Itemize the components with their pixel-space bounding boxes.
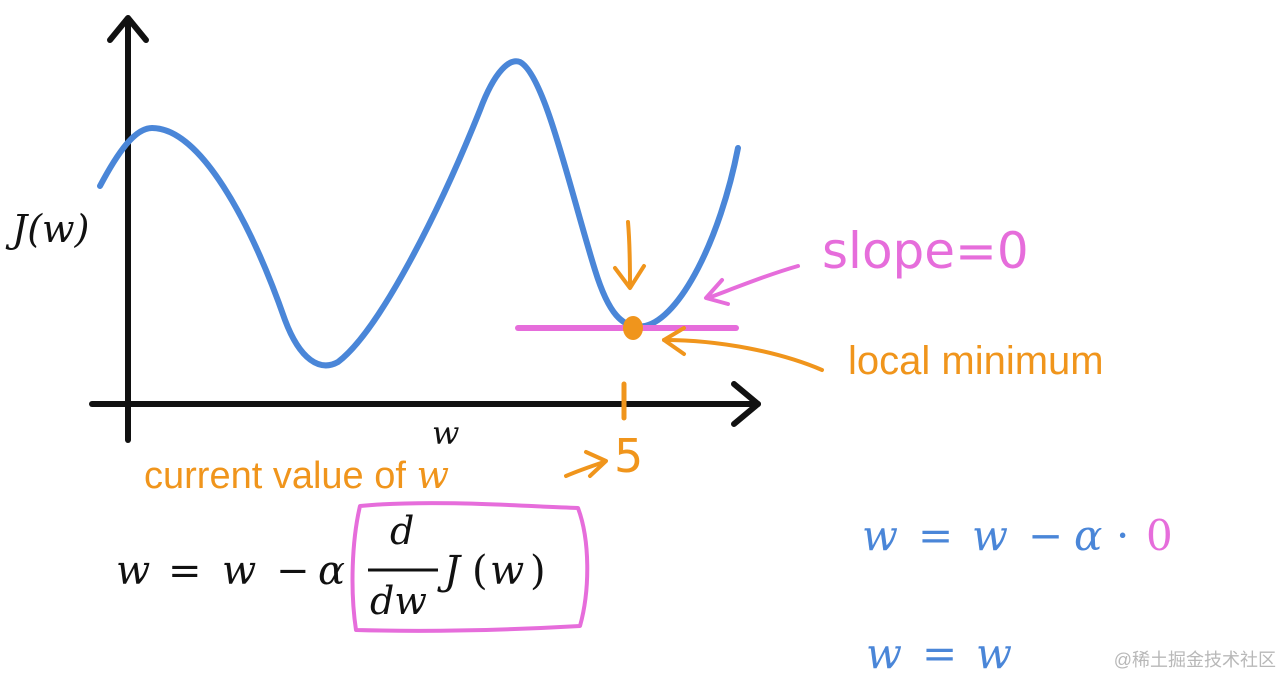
result1-eq: = bbox=[918, 511, 953, 560]
result2-lhs: w bbox=[866, 629, 902, 677]
result-line-2: w = w bbox=[866, 629, 1012, 677]
derivative-highlight-box bbox=[350, 501, 590, 633]
min-indicator-arrow bbox=[613, 220, 646, 290]
result1-w: w bbox=[972, 511, 1008, 560]
watermark: @稀土掘金技术社区 bbox=[1114, 650, 1276, 670]
axes bbox=[89, 15, 761, 443]
x-axis-arrowhead bbox=[731, 381, 761, 427]
result-line-1: w = w − α · 0 bbox=[862, 511, 1173, 560]
update-alpha: α bbox=[318, 548, 345, 594]
update-minus: − bbox=[276, 548, 310, 594]
result1-alpha: α bbox=[1074, 511, 1102, 560]
current-value-prefix: current value of bbox=[144, 455, 416, 497]
result1-lhs: w bbox=[862, 511, 898, 560]
result1-dot: · bbox=[1116, 511, 1129, 560]
slope-label: slope=0 bbox=[822, 222, 1029, 280]
y-axis-arrowhead bbox=[107, 15, 149, 43]
update-eq: = bbox=[168, 548, 202, 594]
slope-arrow bbox=[704, 264, 800, 306]
result2-eq: = bbox=[922, 629, 957, 677]
derivative-numerator: d bbox=[390, 509, 414, 553]
current-value-label: current value of w bbox=[144, 453, 449, 497]
cost-curve bbox=[97, 58, 741, 369]
update-w: w bbox=[222, 548, 256, 594]
x-axis-label: w bbox=[432, 414, 459, 452]
result1-minus: − bbox=[1028, 511, 1063, 560]
current-value-variable: w bbox=[416, 453, 449, 497]
update-J: J bbox=[437, 548, 462, 594]
update-paren-close: ) bbox=[530, 548, 546, 594]
tick-value-label: 5 bbox=[614, 429, 643, 483]
derivative-denominator: dw bbox=[370, 579, 427, 623]
local-minimum-point bbox=[623, 316, 643, 340]
update-paren-open: ( bbox=[472, 548, 488, 594]
current-value-arrow bbox=[564, 450, 608, 478]
update-rule: w = w − α d dw J ( w ) bbox=[116, 509, 546, 623]
update-lhs: w bbox=[116, 548, 150, 594]
result1-zero: 0 bbox=[1146, 511, 1173, 560]
y-axis-label: J(w) bbox=[5, 207, 89, 251]
result2-w: w bbox=[976, 629, 1012, 677]
local-minimum-label: local minimum bbox=[848, 339, 1104, 383]
update-J-arg: w bbox=[490, 548, 524, 594]
local-min-arrow bbox=[662, 326, 824, 372]
